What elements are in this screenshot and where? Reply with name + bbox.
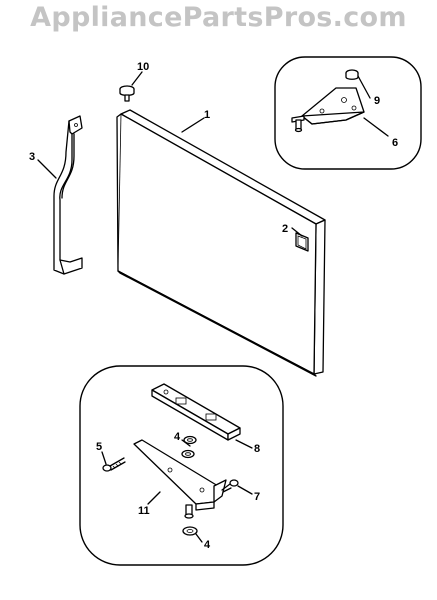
callout-3: 3: [29, 151, 35, 163]
inset-lower-hinge-detail: [79, 365, 284, 566]
side-bracket[interactable]: [53, 115, 83, 275]
hinge-cap[interactable]: [345, 69, 359, 80]
callout-8: 8: [254, 443, 260, 455]
bottom-washer[interactable]: [182, 526, 198, 536]
callout-9: 9: [374, 95, 380, 107]
leader-lines: [37, 71, 389, 543]
hinge-plate[interactable]: [291, 87, 365, 133]
callout-6: 6: [392, 137, 398, 149]
inset-hinge-detail: [274, 56, 422, 170]
top-bumper-button[interactable]: [119, 85, 135, 102]
callout-7: 7: [254, 491, 260, 503]
callout-2: 2: [282, 223, 288, 235]
hinge-block[interactable]: [151, 383, 241, 441]
callout-5: 5: [96, 441, 102, 453]
watermark-logo: AppliancePartsPros.com: [30, 2, 407, 33]
badge-plate[interactable]: [295, 232, 309, 252]
washer-pair[interactable]: [181, 435, 197, 459]
callout-1: 1: [204, 109, 210, 121]
screw[interactable]: [102, 457, 126, 472]
callout-10: 10: [137, 61, 149, 73]
callout-4-upper: 4: [174, 431, 181, 443]
callout-11: 11: [138, 505, 150, 517]
door-panel[interactable]: [116, 109, 326, 377]
callout-4-lower: 4: [204, 539, 211, 551]
screw-small[interactable]: [221, 479, 239, 493]
lower-hinge-bracket[interactable]: [133, 439, 227, 519]
